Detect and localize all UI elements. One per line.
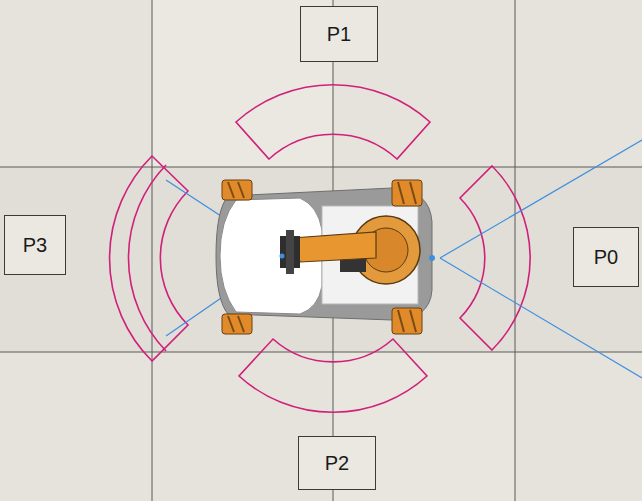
- position-box: P1: [300, 6, 378, 62]
- position-label: P1: [327, 22, 351, 46]
- position-label: P0: [594, 245, 618, 269]
- camera-view: [166, 140, 642, 378]
- sensor-range: [110, 85, 531, 412]
- position-label: P3: [23, 233, 47, 257]
- position-box: P2: [298, 436, 376, 490]
- robot: [216, 180, 435, 334]
- position-box: P3: [4, 215, 66, 275]
- position-box: P0: [573, 227, 639, 287]
- floor-band: [0, 167, 642, 352]
- position-label: P2: [325, 451, 349, 475]
